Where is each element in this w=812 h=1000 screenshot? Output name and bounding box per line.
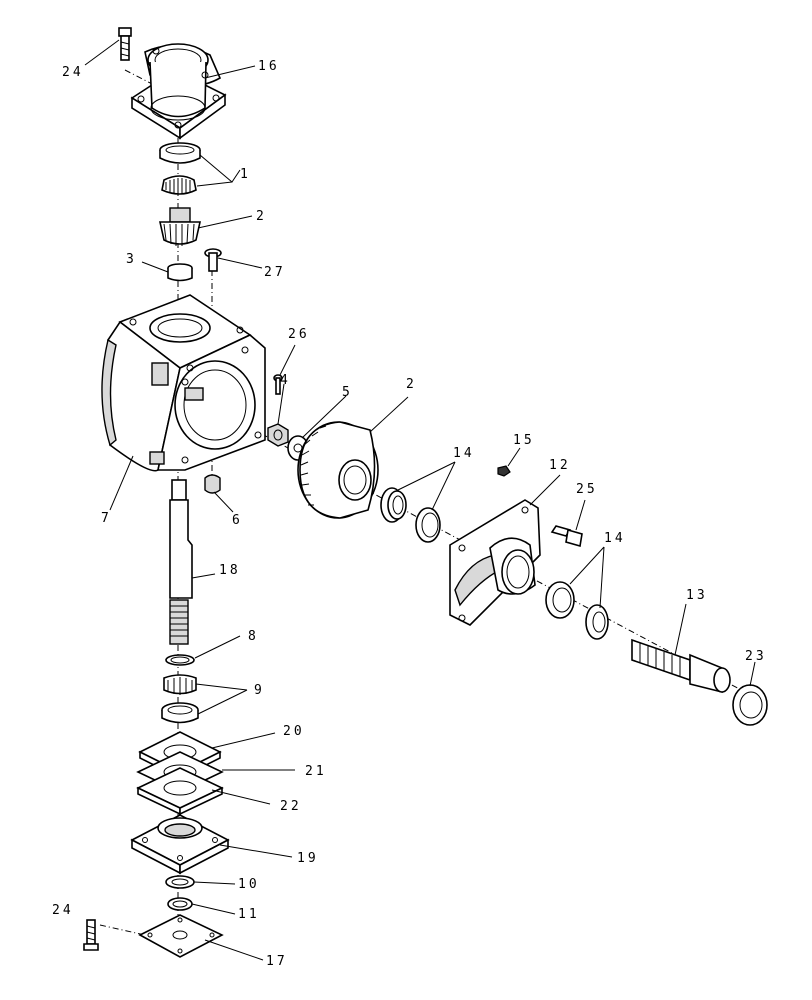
callout-14-upper: 14 <box>453 446 475 461</box>
callout-16: 16 <box>258 59 280 74</box>
callout-4: 4 <box>280 373 291 388</box>
part-24-bottom-bolt <box>83 919 99 951</box>
callout-24-top: 24 <box>62 65 84 80</box>
part-1-bearing-cup <box>159 142 201 164</box>
callout-23: 23 <box>745 649 767 664</box>
callout-20: 20 <box>283 724 305 739</box>
callout-8: 8 <box>248 629 259 644</box>
part-22-shim <box>136 767 224 816</box>
part-15-plug <box>497 465 511 477</box>
part-14-bearing-cone-upper <box>380 487 407 523</box>
callout-6: 6 <box>232 513 243 528</box>
part-7-gearbox-housing <box>101 294 266 472</box>
callout-27: 27 <box>264 265 286 280</box>
part-13-output-shaft <box>631 638 731 694</box>
part-12-side-cover <box>449 499 541 626</box>
part-14-bearing-cup-upper <box>415 507 441 543</box>
part-19-bottom-housing <box>130 814 230 875</box>
callout-11: 11 <box>238 907 260 922</box>
callout-18: 18 <box>219 563 241 578</box>
part-14-bearing-cone-lower <box>585 604 609 640</box>
callout-25: 25 <box>576 482 598 497</box>
callout-3: 3 <box>126 252 137 267</box>
callout-5: 5 <box>342 385 353 400</box>
callout-9: 9 <box>254 683 265 698</box>
part-26-small-pin <box>273 374 283 395</box>
part-2-bevel-gear <box>297 421 379 519</box>
callout-1: 1 <box>240 167 251 182</box>
callout-2-bevel: 2 <box>406 377 417 392</box>
callout-14-lower: 14 <box>604 531 626 546</box>
callout-21: 21 <box>305 764 327 779</box>
part-1-bearing-cone <box>161 175 197 195</box>
callout-22: 22 <box>280 799 302 814</box>
leader-lines <box>84 39 756 961</box>
part-10-seal <box>165 875 195 889</box>
part-27-pin <box>204 248 222 272</box>
part-16-top-flange <box>130 43 227 140</box>
part-11-spacer <box>167 897 193 911</box>
callout-19: 19 <box>297 851 319 866</box>
callout-labels: 24 16 1 2 3 27 26 4 5 2 15 12 25 14 14 7… <box>52 59 767 969</box>
part-3-bushing <box>167 263 193 282</box>
part-25-bolt <box>550 525 583 548</box>
part-17-cover-plate <box>138 914 224 958</box>
callout-12: 12 <box>549 458 571 473</box>
callout-17: 17 <box>266 954 288 969</box>
part-18-input-shaft <box>169 479 193 645</box>
part-14-bearing-cup-lower <box>545 581 575 619</box>
part-2-pinion-gear <box>159 207 201 246</box>
part-4-nut <box>267 423 289 447</box>
callout-15: 15 <box>513 433 535 448</box>
callout-13: 13 <box>686 588 708 603</box>
callout-24-bottom: 24 <box>52 903 74 918</box>
part-23-seal-ring <box>732 684 768 726</box>
callout-7: 7 <box>101 511 112 526</box>
part-24-top-bolt <box>118 27 132 61</box>
part-8-snap-ring <box>165 654 195 666</box>
callout-26: 26 <box>288 327 310 342</box>
part-9-bearing-cup <box>161 702 199 724</box>
callout-10: 10 <box>238 877 260 892</box>
part-9-bearing-cone <box>163 674 197 695</box>
part-6-plug <box>204 474 221 494</box>
callout-2-pinion: 2 <box>256 209 267 224</box>
